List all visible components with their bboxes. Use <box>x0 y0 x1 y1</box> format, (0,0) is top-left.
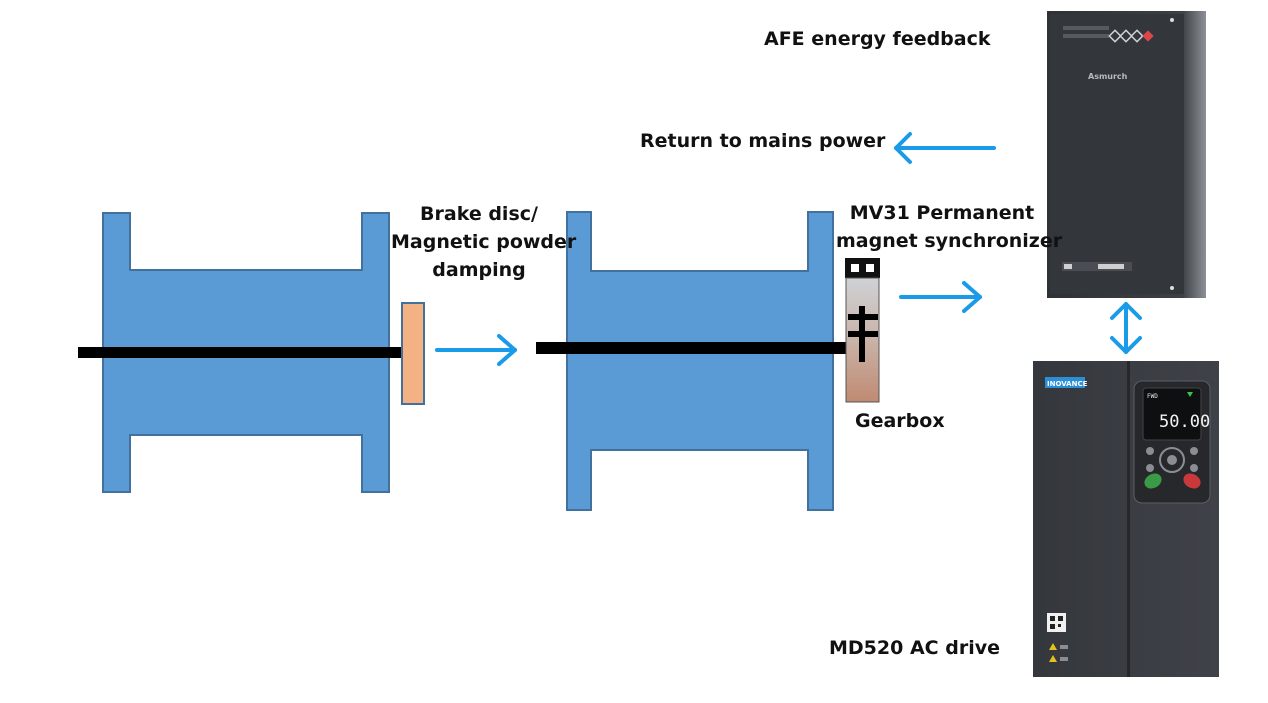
stop-button-icon <box>1183 473 1201 489</box>
brake-label-line3: damping <box>432 259 526 281</box>
right-reel <box>566 211 834 511</box>
drive-display <box>1142 387 1202 441</box>
mv31-label-line1: MV31 Permanent <box>849 202 1035 224</box>
right-shaft <box>536 342 848 354</box>
drive-mode-text: FWD <box>1147 393 1158 400</box>
drive-display-value: 50.00 <box>1159 412 1210 432</box>
brake-label: Brake disc/ Magnetic powder damping <box>391 200 577 284</box>
brake-pad <box>401 302 425 405</box>
md520-drive-image: INOVANCE FWD 50.00 <box>1033 361 1219 677</box>
arrow-right-icon <box>435 334 517 366</box>
left-shaft <box>78 347 424 358</box>
arrow-right-icon <box>899 281 982 313</box>
gearbox-label: Gearbox <box>855 410 945 432</box>
afe-label: AFE energy feedback <box>764 28 991 50</box>
md520-brand-text: INOVANCE <box>1047 380 1088 388</box>
arrow-left-icon <box>894 132 996 164</box>
mv31-label-line2: magnet synchronizer <box>836 230 1063 252</box>
warning-icon <box>1049 655 1057 662</box>
qr-code-icon <box>1047 613 1066 632</box>
warning-icon <box>1049 643 1057 650</box>
afe-unit-image: Asmurch <box>1047 11 1206 298</box>
brake-label-line2: Magnetic powder <box>391 231 577 253</box>
afe-brand-text: Asmurch <box>1088 72 1128 81</box>
run-button-icon <box>1144 473 1162 489</box>
brake-label-line1: Brake disc/ <box>420 203 538 225</box>
md520-label: MD520 AC drive <box>829 637 1000 659</box>
mv31-label: MV31 Permanent magnet synchronizer <box>836 199 1063 255</box>
double-arrow-icon <box>1110 302 1142 354</box>
return-mains-label: Return to mains power <box>640 130 886 152</box>
gearbox-icon <box>845 258 880 403</box>
